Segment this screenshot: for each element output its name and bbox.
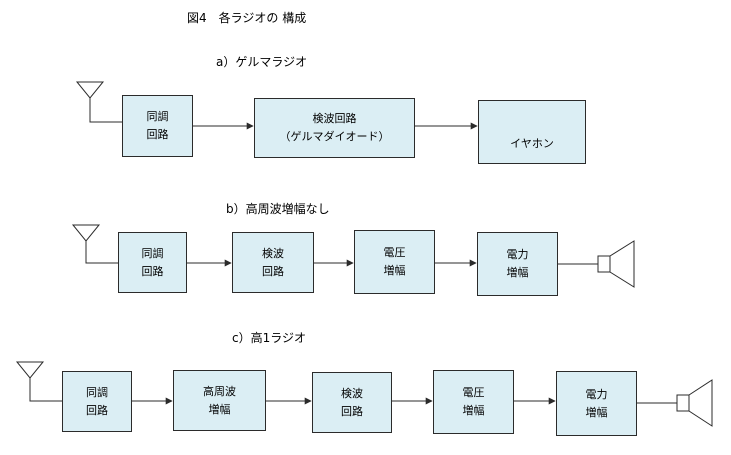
section-b-title: b）高周波増幅なし — [226, 202, 330, 216]
block-b-tuning-circuit: 同調 回路 — [118, 232, 187, 293]
block-c-detector-line-1: 検波 — [341, 386, 363, 400]
block-a-tuning-circuit: 同調 回路 — [122, 95, 193, 157]
block-b-tuning-line-2: 回路 — [141, 264, 164, 278]
section-a-title: a）ゲルマラジオ — [216, 55, 308, 69]
block-a-tuning-line-1: 同調 — [146, 110, 169, 123]
block-c-rf-line-1: 高周波 — [203, 384, 236, 398]
speaker-icon — [676, 379, 713, 427]
block-b-detector-line-1: 検波 — [262, 246, 284, 260]
block-b-detector-line-2: 回路 — [262, 264, 284, 278]
block-c-tuning-line-1: 同調 — [86, 385, 108, 399]
block-c-rf-amp: 高周波 増幅 — [173, 370, 266, 431]
block-c-rf-line-2: 増幅 — [208, 402, 231, 416]
antenna-icon — [71, 224, 118, 264]
block-b-voltage-line-2: 増幅 — [383, 264, 406, 277]
block-a-tuning-line-2: 回路 — [146, 128, 169, 141]
speaker-icon — [597, 240, 635, 288]
block-c-detector-line-2: 回路 — [341, 404, 363, 418]
block-a-earphone: イヤホン — [478, 100, 586, 164]
block-c-tuning-line-2: 回路 — [86, 403, 108, 417]
block-a-earphone-line-1: イヤホン — [510, 137, 554, 150]
block-b-voltage-amp: 電圧 増幅 — [354, 230, 435, 294]
block-c-detector-circuit: 検波 回路 — [312, 372, 392, 433]
block-c-power-line-1: 電力 — [585, 387, 608, 401]
block-c-voltage-line-1: 電圧 — [462, 386, 485, 399]
block-b-tuning-line-1: 同調 — [141, 246, 164, 260]
block-b-power-amp: 電力 増幅 — [477, 232, 558, 296]
block-b-power-line-2: 増幅 — [506, 266, 529, 279]
block-b-detector-circuit: 検波 回路 — [232, 232, 314, 293]
antenna-icon — [75, 81, 122, 123]
antenna-icon — [15, 361, 62, 402]
block-c-voltage-line-2: 増幅 — [462, 404, 485, 417]
block-c-tuning-circuit: 同調 回路 — [62, 371, 132, 432]
block-a-detector-line-2: （ゲルマダイオード） — [279, 130, 390, 143]
block-b-power-line-1: 電力 — [506, 248, 529, 261]
block-c-voltage-amp: 電圧 増幅 — [433, 370, 514, 434]
block-b-voltage-line-1: 電圧 — [383, 246, 406, 259]
figure-title: 図4 各ラジオの 構成 — [187, 11, 307, 25]
block-a-detector-circuit: 検波回路 （ゲルマダイオード） — [254, 98, 415, 158]
block-c-power-amp: 電力 増幅 — [556, 371, 637, 436]
block-c-power-line-2: 増幅 — [585, 405, 608, 419]
block-a-detector-line-1: 検波回路 — [312, 112, 357, 125]
section-c-title: c）高1ラジオ — [232, 331, 306, 345]
